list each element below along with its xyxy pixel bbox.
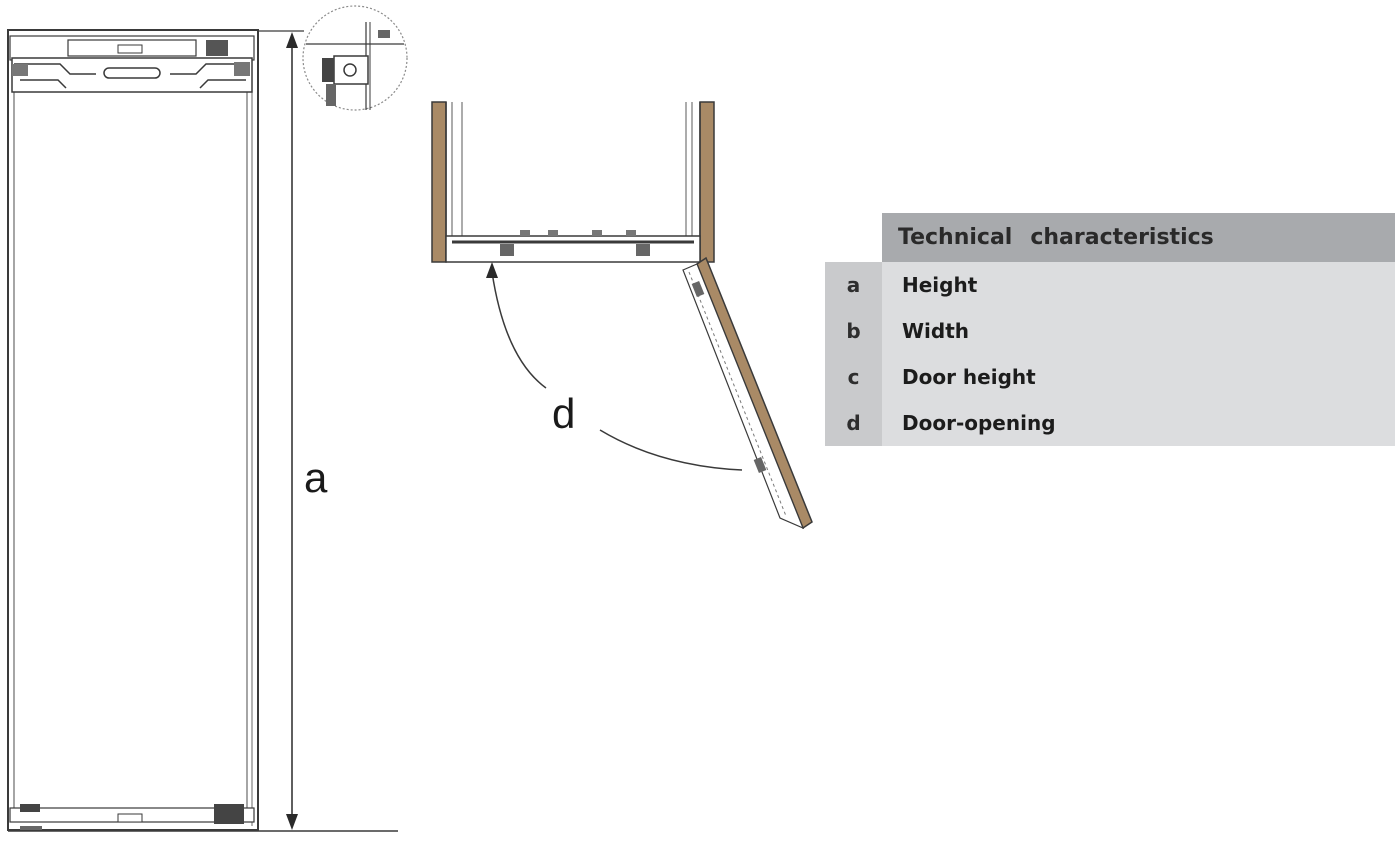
row-label: Door-opening <box>882 400 1395 446</box>
table-header-word2: characteristics <box>1030 225 1214 250</box>
row-letter: d <box>825 400 882 446</box>
door-liner <box>682 263 805 530</box>
table-row: a Height <box>825 262 1395 308</box>
bottom-hinge-area <box>9 804 255 830</box>
opened-door <box>682 256 813 530</box>
table-header-blank <box>825 213 882 262</box>
top-mounting-bracket <box>9 35 255 93</box>
row-letter: a <box>825 262 882 308</box>
table-row: d Door-opening <box>825 400 1395 446</box>
cabinet-top-view <box>431 101 715 263</box>
table-row: c Door height <box>825 354 1395 400</box>
technical-characteristics-table: Technical characteristics a Height b Widt… <box>825 213 1395 446</box>
table-header-row: Technical characteristics <box>825 213 1395 262</box>
row-label: Door height <box>882 354 1395 400</box>
table-header-title: Technical characteristics <box>882 213 1395 262</box>
door-opening-label: d <box>552 390 575 437</box>
hinge-detail-magnifier <box>302 5 408 111</box>
right-wood-panel <box>699 101 715 263</box>
height-dimension-label: a <box>304 454 328 501</box>
left-wood-panel <box>431 101 447 263</box>
height-dimension-arrow <box>286 32 298 830</box>
table-header-word1: Technical <box>898 225 1013 250</box>
row-letter: c <box>825 354 882 400</box>
row-label: Width <box>882 308 1395 354</box>
appliance-front-view <box>7 29 259 831</box>
table-row: b Width <box>825 308 1395 354</box>
door-opening-arc <box>486 262 743 471</box>
row-label: Height <box>882 262 1395 308</box>
row-letter: b <box>825 308 882 354</box>
door-wood-panel <box>696 256 813 530</box>
